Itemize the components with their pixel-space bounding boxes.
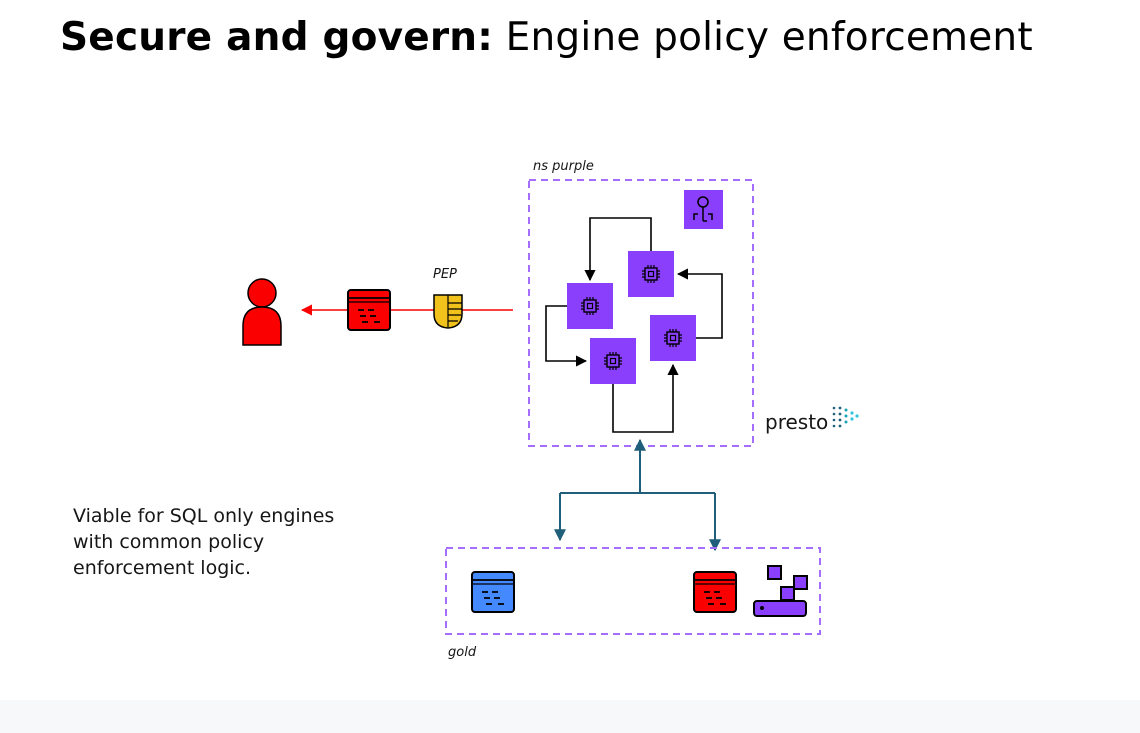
namespace-gold-boundary	[445, 547, 821, 635]
flow-arrow-right-to-top	[676, 268, 723, 339]
policy-key-icon	[684, 190, 723, 229]
object-storage-icon	[753, 565, 808, 617]
title-bold: Secure and govern:	[60, 15, 494, 60]
page-title: Secure and govern: Engine policy enforce…	[60, 14, 1033, 62]
presto-logo-text: presto	[765, 410, 828, 434]
pep-shield-icon	[433, 294, 463, 329]
flow-arrow-bottom-to-right	[612, 363, 679, 433]
title-light: Engine policy enforcement	[505, 15, 1033, 60]
namespace-gold-label: gold	[448, 645, 477, 660]
presto-logo-icon	[832, 406, 859, 428]
flow-arrow-top-to-left	[584, 217, 652, 282]
flow-arrow-left-to-bottom	[545, 305, 588, 367]
compute-node-bottom	[590, 338, 636, 384]
namespace-purple-label: ns purple	[533, 159, 594, 174]
note-text: Viable for SQL only engines with common …	[73, 505, 335, 579]
user-icon	[242, 278, 282, 346]
footer-band	[0, 700, 1140, 733]
source-table-icon-red	[693, 571, 737, 613]
compute-node-left	[567, 283, 613, 329]
compute-node-top	[628, 251, 674, 297]
pep-label: PEP	[433, 267, 457, 282]
source-table-icon-blue	[471, 571, 515, 613]
filtered-table-icon	[347, 289, 391, 331]
compute-node-right	[650, 315, 696, 361]
